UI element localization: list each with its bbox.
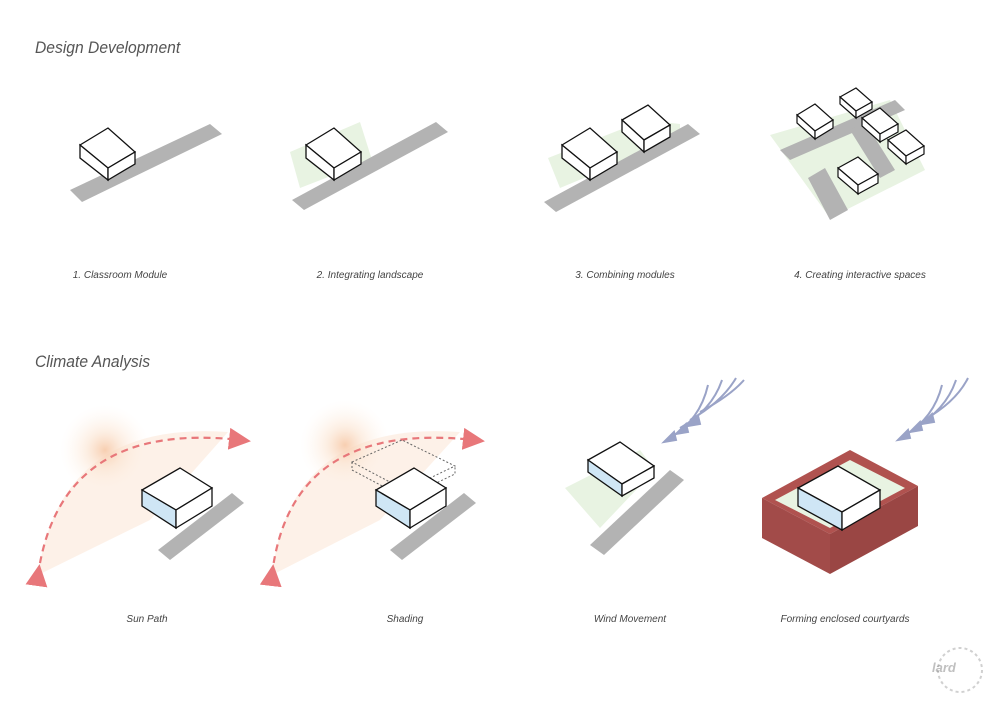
building-module — [620, 104, 672, 154]
panel-wind-movement — [565, 377, 745, 555]
building-module — [304, 127, 363, 182]
caption-classroom-module: 1. Classroom Module — [72, 270, 168, 281]
section-title-design: Design Development — [35, 38, 181, 57]
building-module — [374, 467, 448, 530]
caption-integrating-landscape: 2. Integrating landscape — [316, 270, 424, 281]
panel-enclosed-courtyards — [762, 377, 969, 574]
building-module — [838, 87, 874, 120]
sun-arc — [259, 427, 485, 588]
watermark-text: lard — [932, 660, 956, 675]
road — [850, 122, 895, 178]
panel-sun-path — [25, 405, 251, 588]
road — [590, 470, 684, 555]
building-module — [140, 467, 214, 530]
watermark-logo: lard — [928, 640, 992, 700]
caption-combining-modules: 3. Combining modules — [575, 270, 675, 281]
sun-arc — [25, 427, 251, 588]
caption-enclosed-courtyards: Forming enclosed courtyards — [780, 614, 910, 625]
road — [70, 124, 222, 202]
building-module — [586, 441, 656, 498]
panel-combining-modules — [544, 104, 700, 212]
road — [808, 168, 848, 220]
panel-integrating-landscape — [290, 122, 448, 210]
wind-arrows — [661, 377, 745, 444]
watermark-sunburst-icon — [937, 647, 983, 693]
road — [390, 493, 476, 560]
courtyard-wall-front — [762, 498, 830, 574]
road — [158, 493, 244, 560]
caption-wind-movement: Wind Movement — [593, 614, 667, 625]
road — [292, 122, 448, 210]
road — [544, 124, 700, 212]
caption-interactive-spaces: 4. Creating interactive spaces — [794, 270, 926, 281]
panel-classroom-module — [70, 124, 222, 202]
building-module — [78, 127, 137, 182]
panel-shading — [259, 400, 485, 588]
section-title-climate: Climate Analysis — [35, 352, 151, 371]
panel-interactive-spaces — [770, 87, 926, 220]
building-module — [886, 129, 926, 166]
building-module — [836, 156, 880, 196]
building-module — [796, 465, 882, 532]
building-module — [795, 103, 835, 141]
courtyard-wall-side — [830, 486, 918, 574]
caption-sun-path: Sun Path — [126, 614, 168, 625]
building-module — [860, 107, 900, 144]
caption-shading: Shading — [386, 614, 424, 625]
wind-arrows — [895, 377, 969, 442]
building-module — [560, 127, 619, 182]
